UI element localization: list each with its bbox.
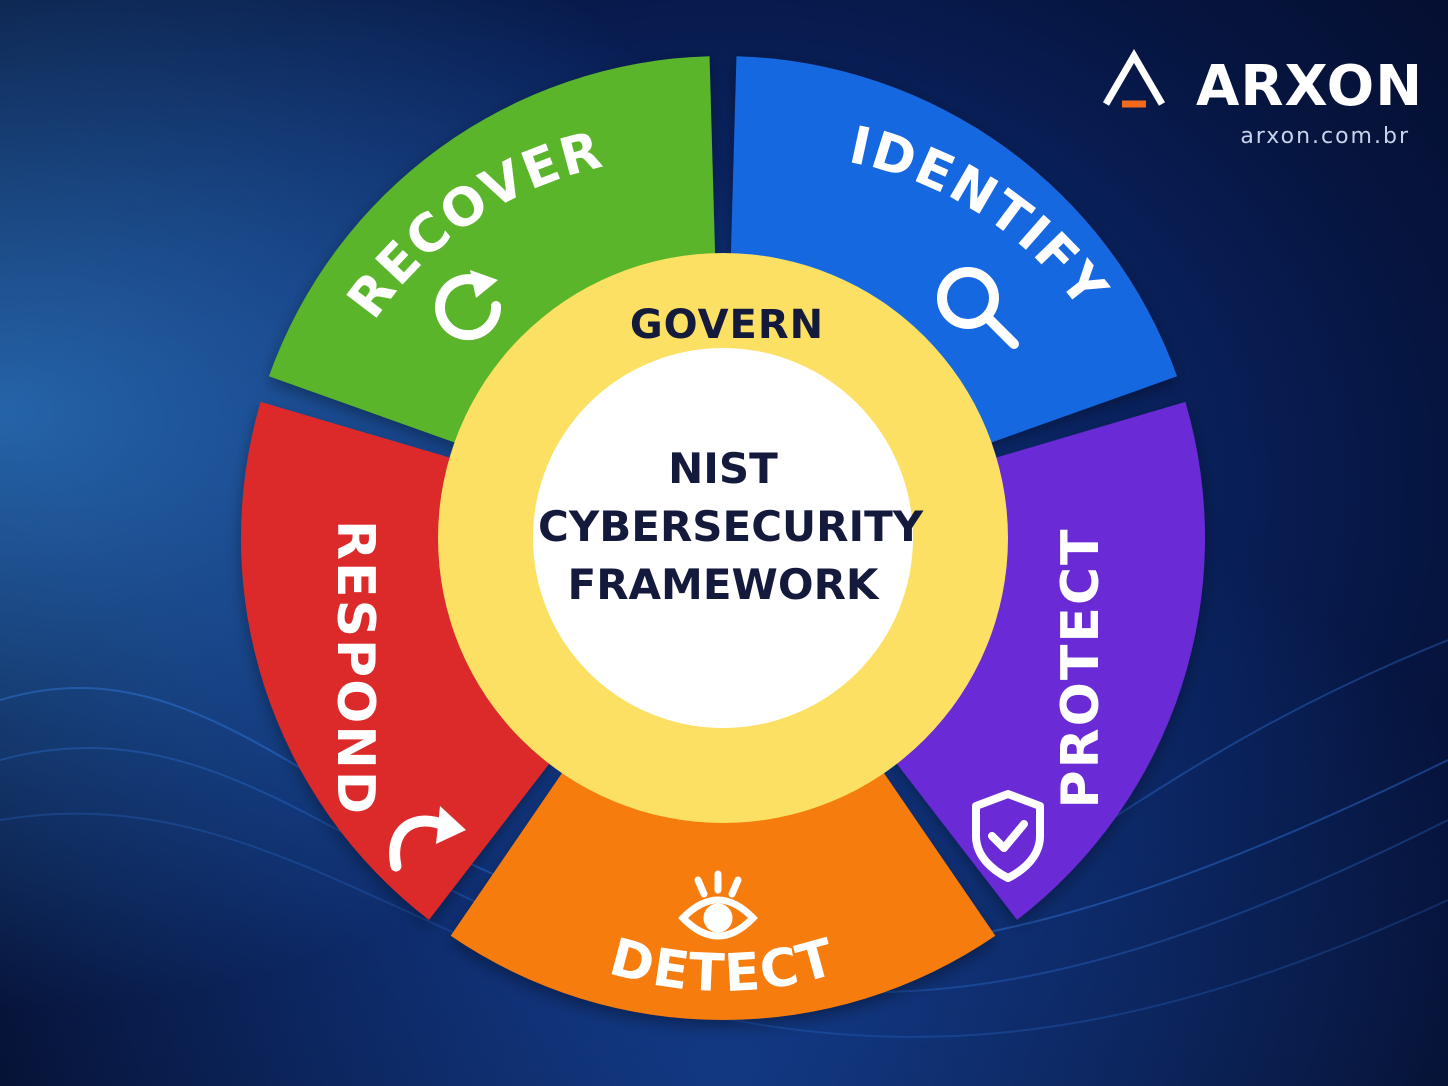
center-title: NIST CYBERSECURITY FRAMEWORK (538, 440, 924, 614)
refresh-icon (435, 270, 502, 341)
arxon-logo-icon (1102, 49, 1166, 108)
segment-recover[interactable] (268, 56, 716, 449)
curved-arrow-icon (389, 806, 466, 872)
brand-url[interactable]: arxon.com.br (1240, 124, 1410, 149)
eye-icon (678, 870, 758, 940)
brand-block[interactable]: ARXON arxon.com.br (1100, 48, 1422, 158)
segment-protect[interactable] (886, 401, 1206, 920)
center-title-line-3: FRAMEWORK (567, 560, 879, 609)
center-title-line-1: NIST (668, 444, 778, 493)
shield-check-icon (972, 790, 1044, 882)
govern-label: GOVERN (630, 302, 824, 348)
segment-label-protect: PROTECT (1051, 528, 1111, 809)
segment-respond[interactable] (240, 401, 560, 920)
segment-label-respond: RESPOND (325, 520, 385, 816)
brand-name: ARXON (1196, 54, 1424, 119)
center-circle (533, 348, 913, 728)
segment-identify[interactable] (730, 56, 1178, 449)
center-title-line-2: CYBERSECURITY (538, 502, 924, 551)
segment-detect[interactable] (450, 759, 996, 1021)
magnifier-icon (937, 267, 1019, 349)
